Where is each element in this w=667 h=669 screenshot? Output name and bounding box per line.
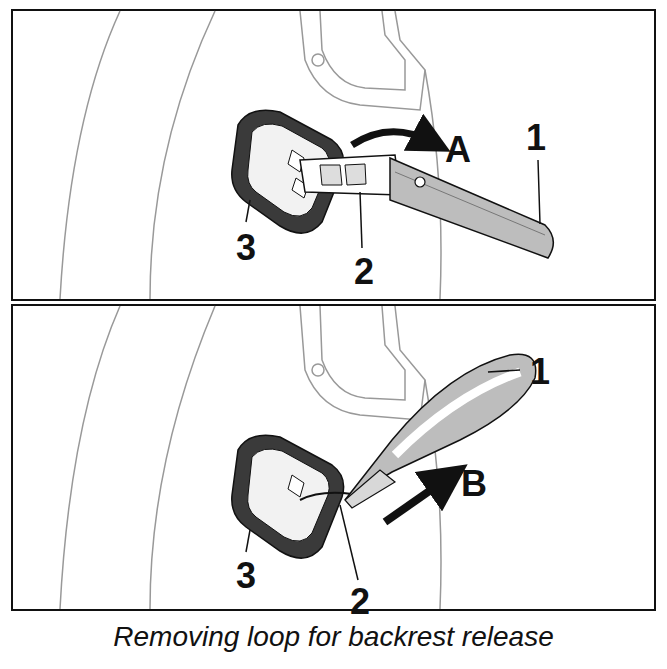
callout-label: 1 <box>526 120 546 156</box>
callout-label: 3 <box>236 230 256 266</box>
strap-loop <box>390 158 553 258</box>
callout-label: B <box>461 466 487 502</box>
caption: Removing loop for backrest release <box>0 620 667 654</box>
clip <box>345 470 395 508</box>
panel-frame <box>12 10 655 300</box>
callout-label: 2 <box>350 584 370 620</box>
leader-line <box>246 370 520 580</box>
callout-label: 1 <box>530 354 550 390</box>
motion-arrow <box>352 132 432 145</box>
motion-arrow <box>385 478 448 522</box>
leader-line <box>246 160 540 248</box>
seat-outline <box>60 11 441 299</box>
clip <box>300 155 400 195</box>
callout-label: A <box>445 132 471 168</box>
callout-label: 2 <box>354 254 374 290</box>
hook <box>300 493 352 500</box>
callout-label: 3 <box>236 558 256 594</box>
panel-frame <box>12 305 655 610</box>
release-base <box>232 435 344 558</box>
